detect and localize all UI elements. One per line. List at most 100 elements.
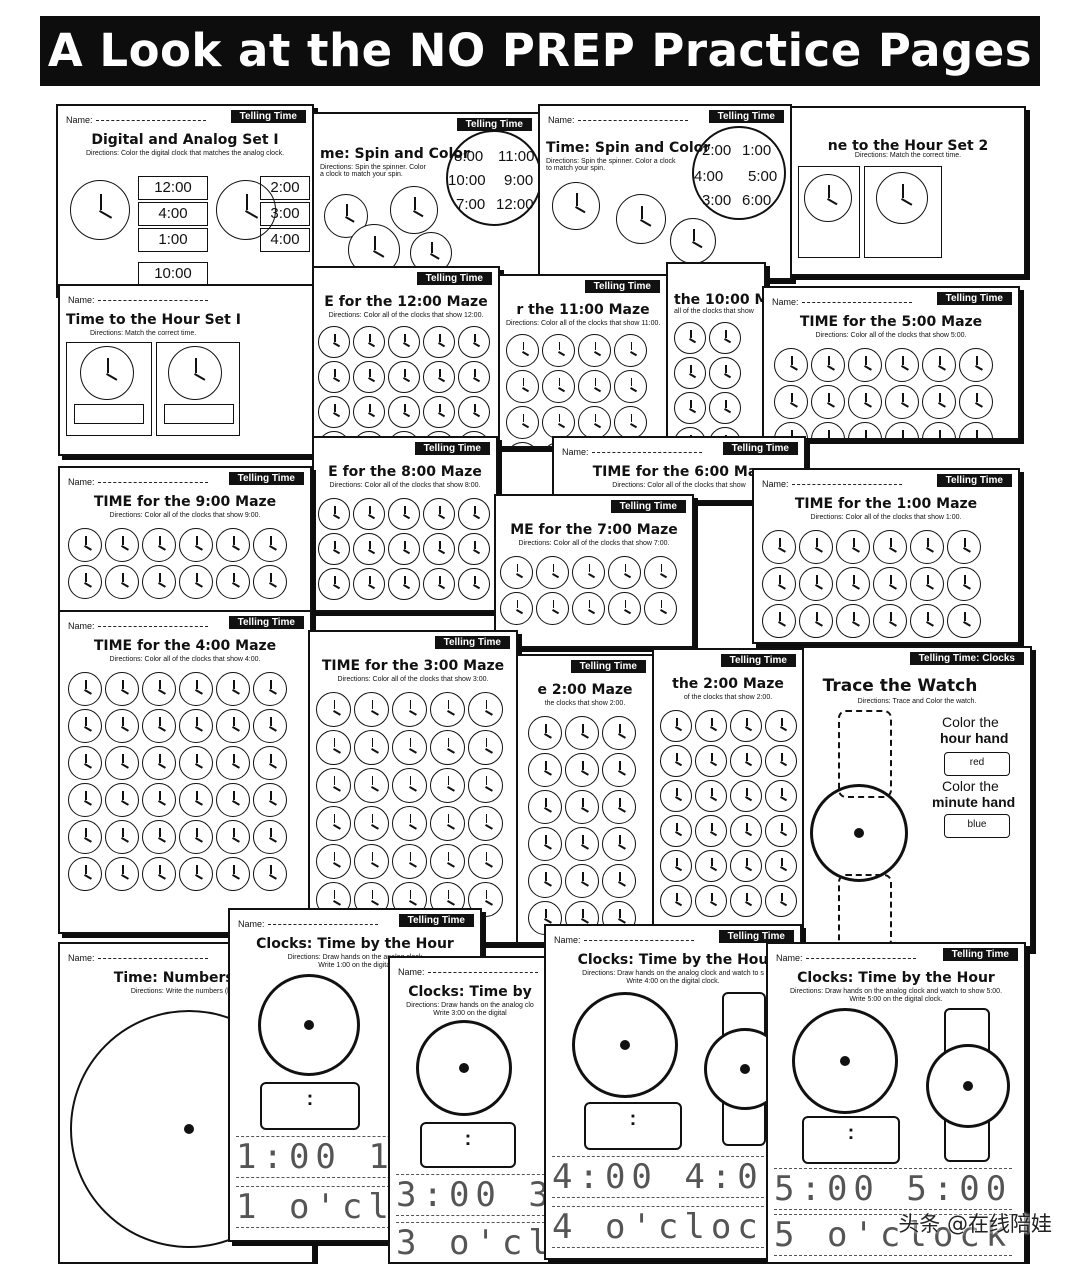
maze-clock-icon[interactable] (695, 850, 727, 882)
maze-clock-icon[interactable] (565, 827, 599, 861)
maze-clock-icon[interactable] (253, 820, 287, 854)
maze-clock-icon[interactable] (959, 348, 993, 382)
maze-clock-icon[interactable] (392, 844, 427, 879)
maze-clock-icon[interactable] (216, 746, 250, 780)
answer-box[interactable] (74, 404, 144, 424)
maze-clock-icon[interactable] (528, 827, 562, 861)
time-option[interactable]: 2:00 (260, 176, 310, 200)
maze-clock-icon[interactable] (765, 710, 797, 742)
maze-clock-icon[interactable] (105, 857, 139, 891)
maze-clock-icon[interactable] (318, 498, 350, 530)
maze-clock-icon[interactable] (910, 530, 944, 564)
maze-clock-icon[interactable] (848, 385, 882, 419)
maze-clock-icon[interactable] (947, 530, 981, 564)
maze-clock-icon[interactable] (105, 528, 139, 562)
maze-clock-icon[interactable] (836, 530, 870, 564)
maze-clock-icon[interactable] (614, 370, 647, 403)
maze-clock-icon[interactable] (811, 348, 845, 382)
maze-clock-icon[interactable] (730, 850, 762, 882)
maze-clock-icon[interactable] (578, 370, 611, 403)
maze-clock-icon[interactable] (216, 709, 250, 743)
maze-clock-icon[interactable] (68, 528, 102, 562)
maze-clock-icon[interactable] (947, 567, 981, 601)
maze-clock-icon[interactable] (542, 370, 575, 403)
maze-clock-icon[interactable] (614, 334, 647, 367)
maze-clock-icon[interactable] (423, 533, 455, 565)
maze-clock-icon[interactable] (353, 533, 385, 565)
maze-clock-icon[interactable] (959, 385, 993, 419)
time-option[interactable]: 12:00 (138, 176, 208, 200)
maze-clock-icon[interactable] (392, 730, 427, 765)
maze-clock-icon[interactable] (528, 790, 562, 824)
maze-clock-icon[interactable] (873, 604, 907, 638)
maze-clock-icon[interactable] (922, 385, 956, 419)
maze-clock-icon[interactable] (353, 498, 385, 530)
maze-clock-icon[interactable] (885, 422, 919, 438)
maze-clock-icon[interactable] (216, 565, 250, 599)
maze-clock-icon[interactable] (674, 392, 706, 424)
maze-clock-icon[interactable] (765, 780, 797, 812)
maze-clock-icon[interactable] (774, 385, 808, 419)
maze-clock-icon[interactable] (318, 568, 350, 600)
maze-clock-icon[interactable] (873, 530, 907, 564)
maze-clock-icon[interactable] (910, 604, 944, 638)
maze-clock-icon[interactable] (848, 348, 882, 382)
maze-clock-icon[interactable] (142, 746, 176, 780)
maze-clock-icon[interactable] (709, 392, 741, 424)
maze-clock-icon[interactable] (506, 406, 539, 439)
maze-clock-icon[interactable] (500, 592, 533, 625)
maze-clock-icon[interactable] (458, 361, 490, 393)
maze-clock-icon[interactable] (602, 864, 636, 898)
maze-clock-icon[interactable] (536, 592, 569, 625)
maze-clock-icon[interactable] (674, 357, 706, 389)
maze-clock-icon[interactable] (105, 820, 139, 854)
maze-clock-icon[interactable] (423, 361, 455, 393)
time-option[interactable]: 10:00 (138, 262, 208, 286)
maze-clock-icon[interactable] (695, 780, 727, 812)
maze-clock-icon[interactable] (392, 806, 427, 841)
maze-clock-icon[interactable] (253, 783, 287, 817)
maze-clock-icon[interactable] (179, 746, 213, 780)
maze-clock-icon[interactable] (142, 820, 176, 854)
maze-clock-icon[interactable] (762, 530, 796, 564)
maze-clock-icon[interactable] (602, 790, 636, 824)
maze-clock-icon[interactable] (799, 604, 833, 638)
maze-clock-icon[interactable] (68, 820, 102, 854)
maze-clock-icon[interactable] (565, 716, 599, 750)
maze-clock-icon[interactable] (430, 844, 465, 879)
maze-clock-icon[interactable] (572, 592, 605, 625)
maze-clock-icon[interactable] (68, 565, 102, 599)
maze-clock-icon[interactable] (423, 568, 455, 600)
maze-clock-icon[interactable] (354, 806, 389, 841)
maze-clock-icon[interactable] (354, 768, 389, 803)
maze-clock-icon[interactable] (316, 730, 351, 765)
maze-clock-icon[interactable] (730, 745, 762, 777)
maze-clock-icon[interactable] (836, 604, 870, 638)
maze-clock-icon[interactable] (572, 556, 605, 589)
maze-clock-icon[interactable] (644, 556, 677, 589)
maze-clock-icon[interactable] (253, 709, 287, 743)
maze-clock-icon[interactable] (105, 672, 139, 706)
maze-clock-icon[interactable] (216, 857, 250, 891)
maze-clock-icon[interactable] (354, 730, 389, 765)
maze-clock-icon[interactable] (142, 857, 176, 891)
maze-clock-icon[interactable] (430, 730, 465, 765)
maze-clock-icon[interactable] (179, 672, 213, 706)
time-option[interactable]: 1:00 (138, 228, 208, 252)
maze-clock-icon[interactable] (565, 753, 599, 787)
maze-clock-icon[interactable] (105, 783, 139, 817)
maze-clock-icon[interactable] (885, 385, 919, 419)
maze-clock-icon[interactable] (468, 806, 503, 841)
maze-clock-icon[interactable] (253, 857, 287, 891)
maze-clock-icon[interactable] (660, 710, 692, 742)
maze-clock-icon[interactable] (695, 745, 727, 777)
maze-clock-icon[interactable] (105, 565, 139, 599)
maze-clock-icon[interactable] (253, 672, 287, 706)
maze-clock-icon[interactable] (423, 326, 455, 358)
maze-clock-icon[interactable] (468, 692, 503, 727)
maze-clock-icon[interactable] (947, 604, 981, 638)
maze-clock-icon[interactable] (216, 672, 250, 706)
maze-clock-icon[interactable] (354, 844, 389, 879)
maze-clock-icon[interactable] (709, 357, 741, 389)
maze-clock-icon[interactable] (762, 567, 796, 601)
